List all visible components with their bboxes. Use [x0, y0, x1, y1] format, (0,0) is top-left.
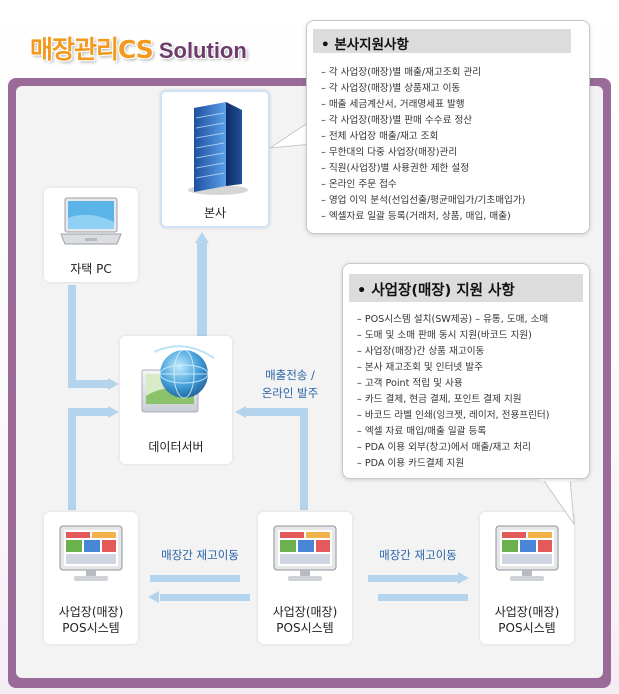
home-pc-label: 자택 PC	[70, 262, 112, 276]
stock-move-label-left: 매장간 재고이동	[161, 548, 239, 562]
list-item: – 무한대의 다중 사업장(매장)관리	[321, 147, 458, 158]
sales-connector-v	[300, 408, 308, 510]
stock-move-label-right: 매장간 재고이동	[379, 548, 457, 562]
title-main: 매장관리CS	[30, 35, 154, 64]
pos-center-label: 사업장(매장) POS시스템	[272, 605, 338, 635]
stock-move-right-top	[368, 575, 458, 582]
store-support-list: – POS시스템 설치(SW제공) – 유통, 도매, 소매 – 도매 및 소매…	[357, 312, 550, 472]
home-pc-node: 자택 PC	[44, 188, 138, 282]
pos-monitor-icon	[495, 525, 559, 581]
homepc-arrow-icon	[108, 378, 119, 390]
pos-node-right: 사업장(매장) POS시스템	[480, 512, 574, 644]
homepc-connector-h	[68, 380, 108, 388]
homepc-connector-v	[68, 285, 76, 385]
list-item: – PDA 이용 외부(창고)에서 매출/재고 처리	[357, 442, 531, 453]
list-item: – 엑셀 자료 매입/매출 일괄 등록	[357, 426, 487, 437]
list-item: – 각 사업장(매장)별 상품재고 이동	[321, 83, 461, 94]
pos-left-connector-v	[68, 408, 76, 510]
list-item: – 직원(사업장)별 사용권한 제한 설정	[321, 163, 470, 174]
sales-connector-h	[246, 408, 308, 416]
list-item: – 고객 Point 적립 및 사용	[357, 378, 463, 389]
pos-monitor-icon	[273, 525, 337, 581]
building-icon	[188, 102, 248, 195]
hq-label: 본사	[203, 206, 227, 220]
pos-node-left: 사업장(매장) POS시스템	[44, 512, 138, 644]
hq-support-title: • 본사지원사항	[313, 29, 571, 53]
list-item: – 온라인 주문 접수	[321, 179, 397, 190]
list-item: – 영업 이익 분석(선입선출/평균매입가/기초매입가)	[321, 195, 526, 206]
stock-move-right-bottom	[378, 594, 468, 601]
stock-move-left-bottom	[160, 594, 250, 601]
data-server-node: 데이터서버	[120, 336, 232, 464]
stock-move-left-top	[150, 575, 240, 582]
hq-support-list: – 각 사업장(매장)별 매출/재고조회 관리 – 각 사업장(매장)별 상품재…	[321, 65, 525, 225]
list-item: – PDA 이용 카드결제 지원	[357, 458, 465, 469]
globe-server-icon	[141, 345, 215, 413]
store-bubble-pointer-icon	[540, 476, 575, 526]
list-item: – 카드 결제, 현금 결제, 포인트 결제 지원	[357, 394, 522, 405]
list-item: – 매출 세금계산서, 거래명세표 발행	[321, 99, 465, 110]
sales-transfer-label: 매출전송 / 온라인 발주	[261, 368, 319, 400]
pos-monitor-icon	[59, 525, 123, 581]
list-item: – 사업장(매장)간 상품 재고이동	[357, 346, 485, 357]
pos-left-arrow-icon	[108, 406, 119, 418]
list-item: – 바코드 라벨 인쇄(잉크젯, 레이저, 전용프린터)	[357, 410, 550, 421]
list-item: – 각 사업장(매장)별 판매 수수료 정산	[321, 115, 473, 126]
title-sub: Solution	[158, 38, 247, 63]
stock-move-left-arrow-icon	[148, 591, 159, 603]
pos-node-center: 사업장(매장) POS시스템	[258, 512, 352, 644]
pos-right-label: 사업장(매장) POS시스템	[494, 605, 560, 635]
store-support-title: • 사업장(매장) 지원 사항	[349, 274, 583, 302]
laptop-icon	[60, 197, 122, 245]
pos-left-connector-h	[68, 408, 108, 416]
hq-support-bubble: • 본사지원사항 – 각 사업장(매장)별 매출/재고조회 관리 – 각 사업장…	[306, 20, 590, 234]
hq-node: 본사	[160, 90, 270, 228]
list-item: – 전체 사업장 매출/재고 조회	[321, 131, 439, 142]
hq-arrow-icon	[195, 232, 209, 243]
list-item: – 본사 재고조회 및 인터넷 발주	[357, 362, 483, 373]
list-item: – 엑셀자료 일괄 등록(거래처, 상품, 매입, 매출)	[321, 211, 511, 222]
data-server-label: 데이터서버	[148, 440, 204, 454]
store-support-bubble: • 사업장(매장) 지원 사항 – POS시스템 설치(SW제공) – 유통, …	[342, 263, 590, 479]
list-item: – 각 사업장(매장)별 매출/재고조회 관리	[321, 67, 482, 78]
list-item: – 도매 및 소매 판매 동시 지원(바코드 지원)	[357, 330, 532, 341]
pos-left-label: 사업장(매장) POS시스템	[58, 605, 124, 635]
list-item: – POS시스템 설치(SW제공) – 유통, 도매, 소매	[357, 314, 549, 325]
hq-connector	[197, 242, 207, 342]
sales-arrow-icon	[235, 406, 246, 418]
stock-move-right-arrow-icon	[458, 572, 469, 584]
